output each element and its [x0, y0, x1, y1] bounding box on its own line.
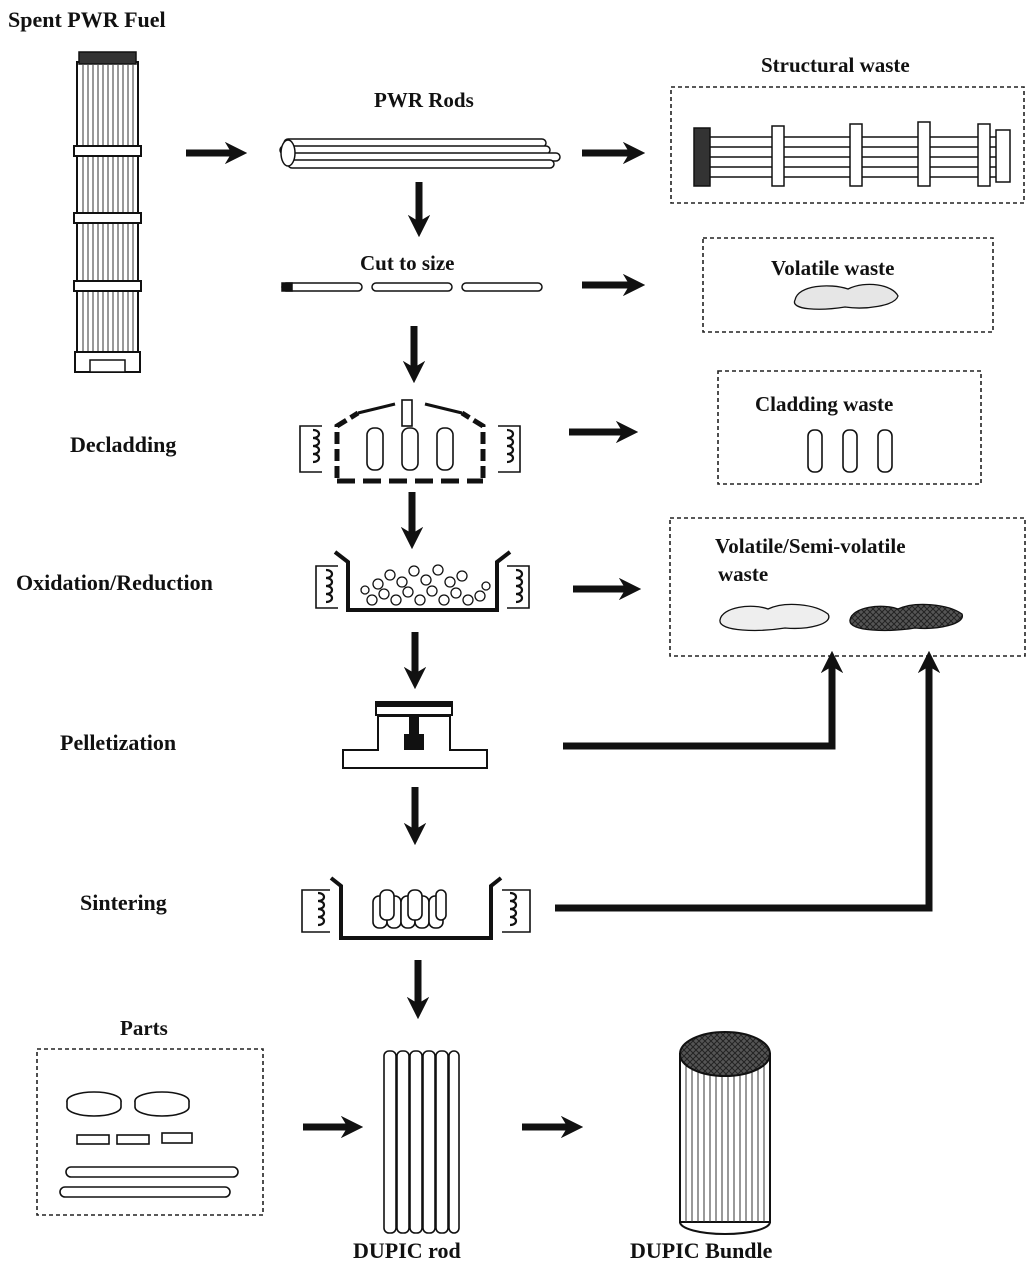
structural-waste-label: Structural waste — [761, 53, 910, 77]
spent-fuel-title: Spent PWR Fuel — [8, 7, 166, 32]
semi-volatile-waste-label-line2: waste — [718, 562, 768, 586]
cut-to-size-label: Cut to size — [360, 251, 454, 275]
oxidation-reduction-label: Oxidation/Reduction — [16, 570, 213, 595]
cladding-waste-label: Cladding waste — [755, 392, 893, 416]
structural-waste-skeleton — [693, 121, 1011, 187]
volatile-waste-label: Volatile waste — [771, 256, 894, 280]
process-flow-arrows — [186, 141, 941, 1139]
dupic-bundle-assembly — [679, 1031, 771, 1235]
pelletization-label: Pelletization — [60, 730, 176, 755]
dupic-rod-label: DUPIC rod — [353, 1238, 461, 1262]
semi-volatile-gas-cloud-dark — [849, 603, 963, 632]
arrow-pelletization-to-waste — [563, 650, 844, 750]
semi-volatile-waste-label-line1: Volatile/Semi-volatile — [715, 534, 906, 558]
volatile-gas-cloud-light — [719, 603, 830, 632]
decladding-furnace — [299, 399, 521, 484]
cut-rod-segments — [281, 282, 543, 292]
volatile-gas-cloud — [793, 283, 899, 310]
dupic-rod-assembly — [383, 1050, 460, 1234]
sintering-label: Sintering — [80, 890, 167, 915]
parts-box — [36, 1048, 264, 1216]
parts-components — [59, 1091, 239, 1198]
structural-waste-box — [670, 86, 1025, 204]
oxidation-reduction-furnace — [315, 550, 530, 612]
arrow-sintering-to-waste — [555, 650, 941, 912]
pelletization-press — [342, 701, 488, 769]
cladding-hull-pieces — [807, 429, 893, 473]
pwr-rods-bundle — [279, 138, 561, 169]
cladding-waste-box — [717, 370, 982, 485]
volatile-waste-box — [702, 237, 994, 333]
parts-label: Parts — [120, 1016, 168, 1040]
spent-fuel-assembly — [73, 51, 142, 373]
semi-volatile-waste-box — [669, 517, 1026, 657]
pwr-rods-label: PWR Rods — [374, 88, 474, 112]
dupic-bundle-label: DUPIC Bundle — [630, 1238, 773, 1262]
sintering-furnace — [301, 876, 531, 940]
decladding-label: Decladding — [70, 432, 176, 457]
